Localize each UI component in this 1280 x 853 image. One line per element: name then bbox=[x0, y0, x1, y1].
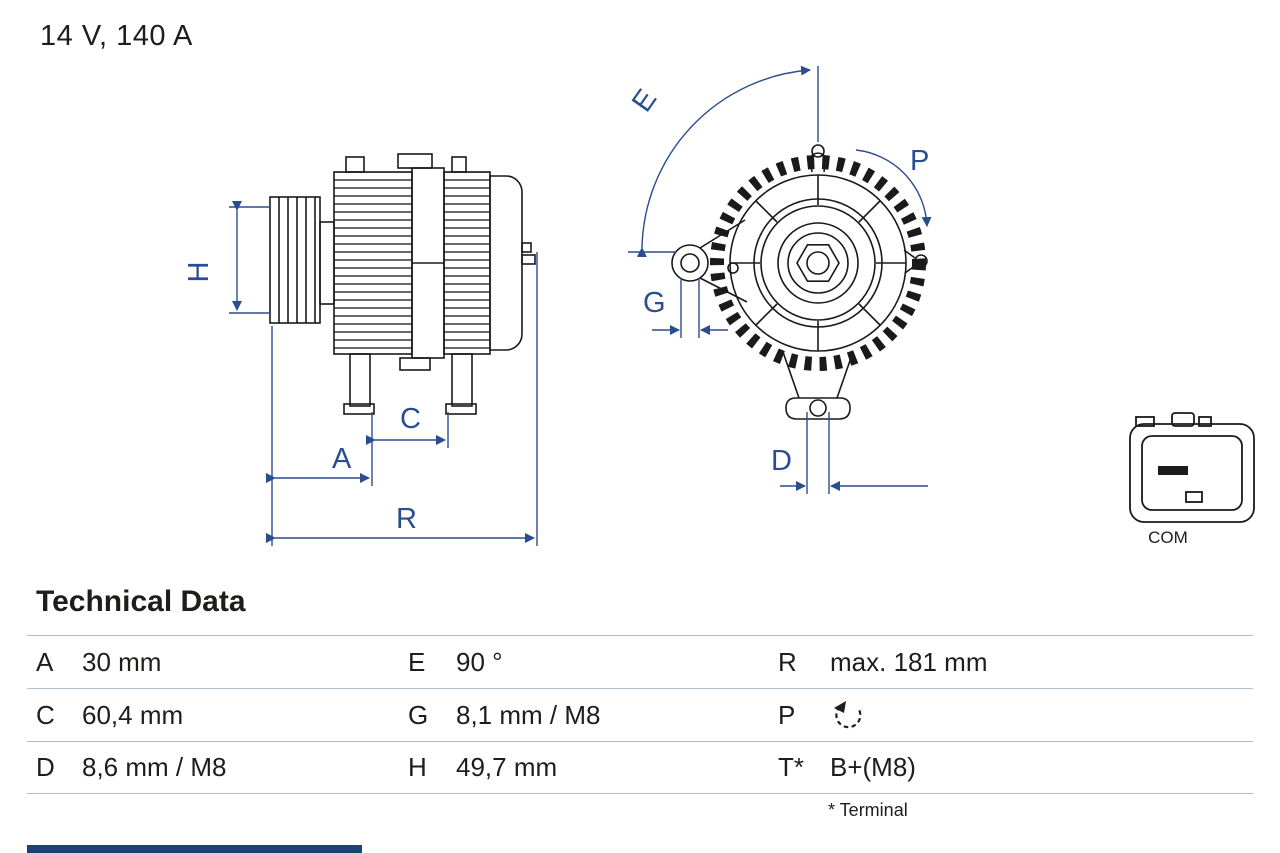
mounting-legs bbox=[343, 353, 477, 415]
param-value-P bbox=[830, 689, 1253, 741]
technical-data-table: A 30 mm E 90 ° R max. 181 mm C 60,4 mm G… bbox=[27, 635, 1253, 794]
dim-label-R: R bbox=[396, 503, 417, 535]
alternator-side-view bbox=[269, 153, 536, 415]
counterclockwise-rotation-icon bbox=[834, 701, 862, 729]
connector-label: COM bbox=[1148, 528, 1188, 547]
param-value-G: 8,1 mm / M8 bbox=[456, 699, 601, 730]
footer-accent-bar bbox=[27, 845, 362, 853]
param-key-D: D bbox=[36, 752, 55, 782]
param-value-T: B+(M8) bbox=[830, 752, 916, 782]
dim-label-G: G bbox=[643, 287, 666, 319]
dim-label-A: A bbox=[332, 443, 352, 475]
param-key-T: T* bbox=[778, 752, 804, 782]
table-row: A 30 mm E 90 ° R max. 181 mm bbox=[27, 635, 1253, 688]
param-key-G: G bbox=[408, 699, 429, 730]
technical-data-title: Technical Data bbox=[36, 585, 246, 618]
param-value-A: 30 mm bbox=[82, 646, 162, 677]
com-connector-drawing bbox=[1129, 412, 1255, 523]
dim-label-D: D bbox=[771, 445, 792, 477]
param-value-C: 60,4 mm bbox=[82, 699, 184, 730]
electrical-rating: 14 V, 140 A bbox=[40, 20, 193, 52]
dim-label-P: P bbox=[910, 145, 929, 177]
param-key-R: R bbox=[778, 646, 797, 677]
front-view-dimensions bbox=[628, 65, 932, 494]
alternator-front-view bbox=[671, 144, 928, 420]
alternator-technical-drawing: H A C R bbox=[183, 65, 1255, 547]
param-value-D: 8,6 mm / M8 bbox=[82, 752, 227, 782]
dim-label-E: E bbox=[626, 84, 663, 118]
param-value-H: 49,7 mm bbox=[456, 752, 558, 782]
side-view-dimensions bbox=[229, 201, 538, 546]
param-key-P: P bbox=[778, 699, 796, 730]
b-plus-terminal bbox=[521, 242, 536, 265]
dim-label-H: H bbox=[183, 262, 215, 283]
param-value-R: max. 181 mm bbox=[830, 646, 988, 677]
param-value-E: 90 ° bbox=[456, 646, 503, 677]
terminal-footnote: * Terminal bbox=[828, 800, 908, 820]
param-key-C: C bbox=[36, 699, 55, 730]
param-key-E: E bbox=[408, 646, 426, 677]
bottom-mounting-foot bbox=[782, 351, 854, 420]
terminal-blade bbox=[1158, 466, 1188, 475]
table-row: C 60,4 mm G 8,1 mm / M8 P bbox=[27, 688, 1253, 741]
table-row: D 8,6 mm / M8 H 49,7 mm T* B+(M8) bbox=[27, 741, 1253, 794]
dim-label-C: C bbox=[400, 403, 421, 435]
pulley bbox=[269, 196, 335, 324]
right-lug bbox=[903, 249, 928, 274]
param-key-H: H bbox=[408, 752, 427, 782]
housing bbox=[333, 153, 523, 371]
param-key-A: A bbox=[36, 646, 54, 677]
shaft-nut bbox=[777, 222, 859, 304]
